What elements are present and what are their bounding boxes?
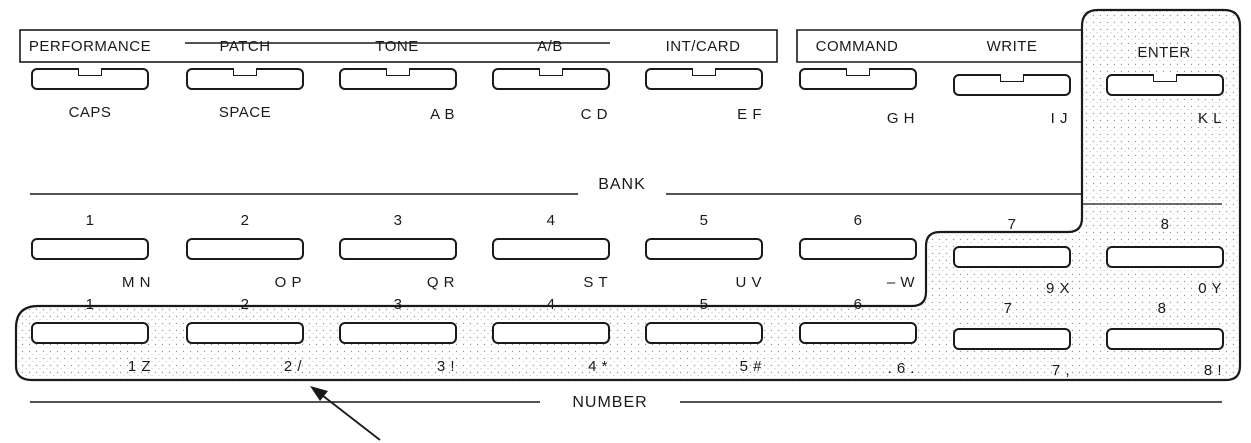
pointer-arrow-shaft [317, 391, 381, 441]
bank-button-3[interactable] [339, 238, 457, 260]
number-key-1-alpha: 1 Z [127, 358, 151, 375]
number-key-3-alpha: 3 ! [436, 358, 455, 375]
bank-key-7-alpha: 9 X [1045, 280, 1070, 297]
number-button-2[interactable] [186, 322, 304, 344]
led-indicator [539, 68, 563, 76]
command-button[interactable] [799, 68, 917, 90]
led-indicator [692, 68, 716, 76]
write-button[interactable] [953, 74, 1071, 96]
number-key-2-number: 2 [240, 296, 250, 313]
ab-button[interactable] [492, 68, 610, 90]
highlight-region [14, 8, 1242, 382]
tone-alpha-label: A B [430, 106, 455, 123]
performance-label: PERFORMANCE [28, 38, 152, 55]
enter-label: ENTER [1137, 44, 1191, 61]
bank-key-8-number: 8 [1160, 216, 1170, 233]
number-key-2-alpha: 2 / [283, 358, 302, 375]
number-button-7[interactable] [953, 328, 1071, 350]
bank-button-2[interactable] [186, 238, 304, 260]
bank-key-3-alpha: Q R [426, 274, 455, 291]
caps-label: CAPS [68, 104, 112, 121]
function-label-box-left [19, 29, 778, 63]
bank-button-8[interactable] [1106, 246, 1224, 268]
led-indicator [386, 68, 410, 76]
number-button-4[interactable] [492, 322, 610, 344]
function-label-box-right [796, 29, 1082, 63]
patch-button[interactable] [186, 68, 304, 90]
number-button-6[interactable] [799, 322, 917, 344]
command-label: COMMAND [815, 38, 899, 55]
bank-key-6-number: 6 [853, 212, 863, 229]
bank-key-2-alpha: O P [274, 274, 302, 291]
ab-alpha-label: C D [580, 106, 608, 123]
number-title: NUMBER [562, 394, 658, 412]
number-key-5-number: 5 [699, 296, 709, 313]
bank-button-1[interactable] [31, 238, 149, 260]
led-indicator [846, 68, 870, 76]
number-button-1[interactable] [31, 322, 149, 344]
number-key-8-alpha: 8 ! [1203, 362, 1222, 379]
performance-button[interactable] [31, 68, 149, 90]
number-key-5-alpha: 5 # [739, 358, 762, 375]
bank-key-4-number: 4 [546, 212, 556, 229]
bank-button-6[interactable] [799, 238, 917, 260]
bank-button-7[interactable] [953, 246, 1071, 268]
enter-alpha-label: K L [1197, 110, 1222, 127]
number-key-8-number: 8 [1157, 300, 1167, 317]
led-indicator [1153, 74, 1177, 82]
number-key-7-number: 7 [1003, 300, 1013, 317]
number-button-8[interactable] [1106, 328, 1224, 350]
int-card-button[interactable] [645, 68, 763, 90]
write-alpha-label: I J [1050, 110, 1068, 127]
number-key-6-number: 6 [853, 296, 863, 313]
write-label: WRITE [986, 38, 1038, 55]
led-indicator [1000, 74, 1024, 82]
number-key-3-number: 3 [393, 296, 403, 313]
number-button-5[interactable] [645, 322, 763, 344]
bank-title: BANK [588, 176, 656, 194]
int-card-label: INT/CARD [665, 38, 741, 55]
bank-key-5-number: 5 [699, 212, 709, 229]
bank-button-5[interactable] [645, 238, 763, 260]
number-key-1-number: 1 [85, 296, 95, 313]
bank-key-3-number: 3 [393, 212, 403, 229]
bank-key-5-alpha: U V [735, 274, 762, 291]
led-indicator [233, 68, 257, 76]
number-key-4-alpha: 4 * [588, 358, 608, 375]
number-key-6-alpha: . 6 . [887, 360, 915, 377]
led-indicator [78, 68, 102, 76]
number-key-7-alpha: 7 , [1051, 362, 1070, 379]
space-label: SPACE [218, 104, 272, 121]
patch-label: PATCH [219, 38, 271, 55]
bank-key-6-alpha: – W [886, 274, 915, 291]
bank-key-7-number: 7 [1007, 216, 1017, 233]
number-key-4-number: 4 [546, 296, 556, 313]
ab-label: A/B [537, 38, 563, 55]
bank-key-4-alpha: S T [583, 274, 608, 291]
bank-key-1-number: 1 [85, 212, 95, 229]
enter-button[interactable] [1106, 74, 1224, 96]
bank-key-2-number: 2 [240, 212, 250, 229]
int-card-alpha-label: E F [737, 106, 762, 123]
command-alpha-label: G H [886, 110, 915, 127]
tone-label: TONE [375, 38, 419, 55]
tone-button[interactable] [339, 68, 457, 90]
pointer-arrow-head [310, 386, 328, 401]
number-button-3[interactable] [339, 322, 457, 344]
bank-key-1-alpha: M N [122, 274, 151, 291]
bank-key-8-alpha: 0 Y [1198, 280, 1222, 297]
bank-button-4[interactable] [492, 238, 610, 260]
